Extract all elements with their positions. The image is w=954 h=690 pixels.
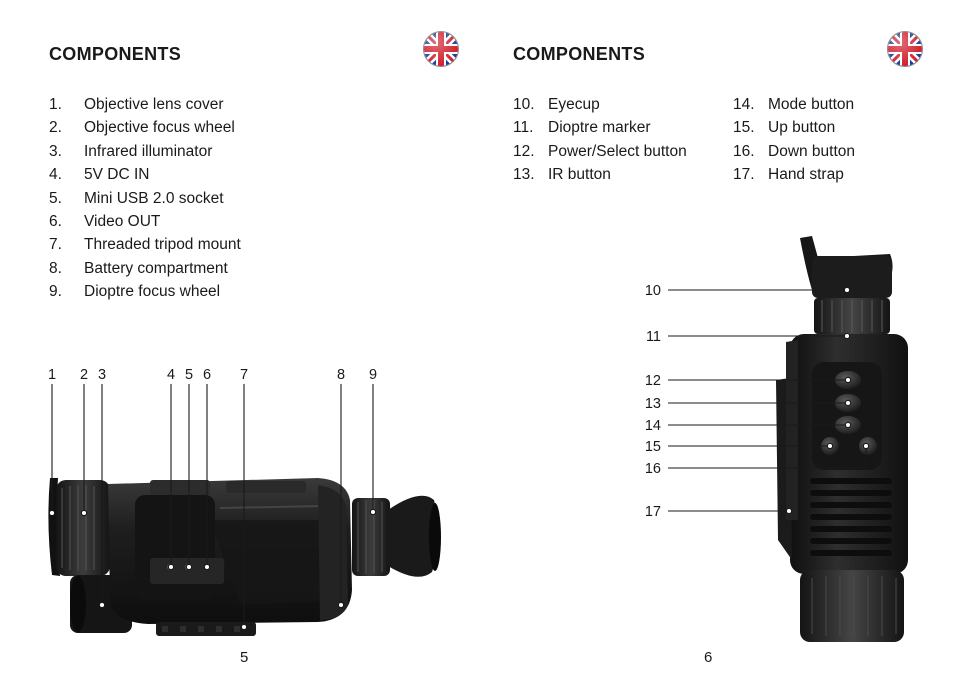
callout-number: 11 [646, 329, 661, 345]
rear-view-diagram: 10 11 12 13 14 15 16 17 [645, 236, 908, 642]
callout-number: 3 [98, 367, 106, 383]
page-number: 5 [240, 649, 249, 666]
page-heading: COMPONENTS [49, 44, 182, 64]
callout-number: 13 [645, 396, 661, 412]
callout-leaders [48, 384, 377, 631]
page-heading: COMPONENTS [513, 44, 646, 64]
callout-number: 4 [167, 367, 175, 383]
callout-number: 9 [369, 367, 377, 383]
callout-numbers: 1 2 3 4 5 6 7 8 9 [48, 367, 377, 383]
callout-number: 16 [645, 461, 661, 477]
page-number: 6 [704, 649, 713, 666]
side-view-diagram: 1 2 3 4 5 6 7 8 9 [48, 367, 441, 636]
callout-number: 6 [203, 367, 211, 383]
callout-number: 14 [645, 418, 661, 434]
uk-flag-icon [886, 30, 924, 68]
callout-number: 8 [337, 367, 345, 383]
uk-flag-icon [422, 30, 460, 68]
monocular-side-image [48, 478, 441, 636]
callout-number: 12 [645, 373, 661, 389]
callout-number: 15 [645, 439, 661, 455]
callout-leaders [668, 286, 870, 515]
callout-number: 1 [48, 367, 56, 383]
monocular-rear-image [776, 236, 908, 642]
callout-number: 2 [80, 367, 88, 383]
left-page: COMPONENTS 1.Objective lens cover 2.Obje… [48, 0, 477, 666]
callout-number: 5 [185, 367, 193, 383]
callout-numbers: 10 11 12 13 14 15 16 17 [645, 283, 661, 520]
callout-number: 10 [645, 283, 661, 299]
callout-number: 17 [645, 504, 661, 520]
right-page: COMPONENTS 10.Eyecup 11.Dioptre marker 1… [477, 0, 954, 690]
callout-number: 7 [240, 367, 248, 383]
